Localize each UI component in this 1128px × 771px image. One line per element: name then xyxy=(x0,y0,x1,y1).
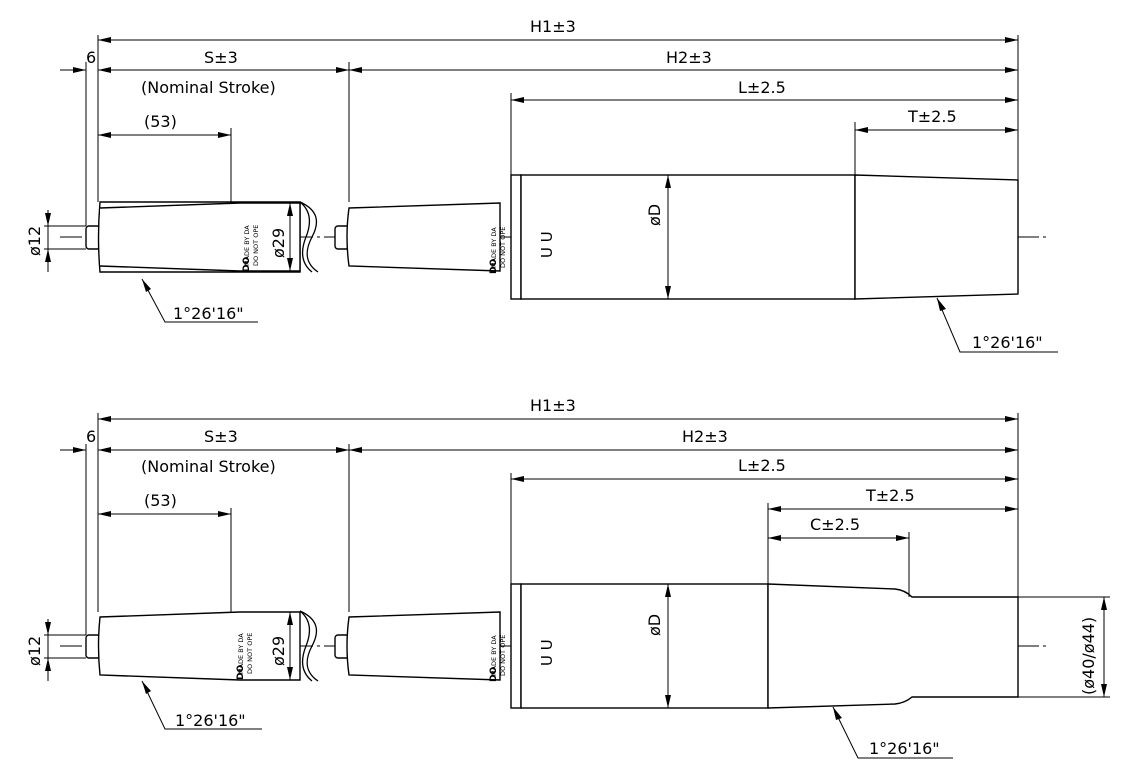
marking-line1: MADE BY DA xyxy=(237,633,245,674)
cap-mark: U U xyxy=(538,639,556,666)
brand-logo-right: DO xyxy=(489,667,499,682)
dim-l: L±2.5 xyxy=(738,78,786,97)
dimension-lines: H1±3 6 S±3 (Nominal Stroke) H2±3 (53) L±… xyxy=(25,17,1058,353)
dimension-lines: H1±3 6 S±3 (Nominal Stroke) H2±3 (53) L±… xyxy=(25,396,1107,759)
tube-neck-right xyxy=(346,202,501,272)
break-line-2 xyxy=(299,610,313,682)
cylinder-assembly: MADE BY DA DO NOT OPE DO U U xyxy=(334,583,1019,709)
cylinder-cap-ring xyxy=(510,174,522,300)
cylinder-body xyxy=(520,174,856,300)
dim-dia-rod: ø12 xyxy=(25,226,44,256)
dim-offset: 6 xyxy=(86,427,96,446)
leader-taper-right xyxy=(936,297,1058,353)
brand-logo: DO xyxy=(236,665,246,680)
marking-line2-right: DO NOT OPE xyxy=(499,635,507,676)
dim-dia-d: øD xyxy=(645,614,664,636)
upper-tube-taper xyxy=(97,611,301,681)
dim-h2: H2±3 xyxy=(682,427,728,446)
marking-line1: MADE BY DA xyxy=(243,225,251,266)
marking-line2-right: DO NOT OPE xyxy=(499,227,507,268)
marking-line1-right: MADE BY DA xyxy=(490,635,498,676)
dim-dia-29: ø29 xyxy=(269,636,288,666)
break-line xyxy=(299,201,319,273)
dim-dia-d: øD xyxy=(645,204,664,226)
leader-taper-right xyxy=(832,706,953,759)
cylinder-cap-ring xyxy=(510,583,522,709)
dim-ref-53: (53) xyxy=(144,491,177,510)
dim-c: C±2.5 xyxy=(810,515,860,534)
cap-mark: U U xyxy=(538,231,556,258)
dim-s: S±3 xyxy=(204,427,238,446)
cylinder-tapered-end xyxy=(854,174,1019,300)
brand-logo: DO xyxy=(242,257,252,272)
upper-tube-assembly: MADE BY DA DO NOT OPE DO xyxy=(85,610,319,682)
dim-dia-rod: ø12 xyxy=(25,636,44,666)
leader-taper-left xyxy=(141,680,262,730)
cylinder-assembly: MADE BY DA DO NOT OPE DO U U xyxy=(334,174,1019,300)
dim-l: L±2.5 xyxy=(738,456,786,475)
dim-taper-right: 1°26'16" xyxy=(972,333,1043,352)
dim-taper-right: 1°26'16" xyxy=(869,739,940,758)
dim-nominal-stroke: (Nominal Stroke) xyxy=(141,457,276,476)
tube-neck-right xyxy=(346,611,501,681)
marking-line2: DO NOT OPE xyxy=(252,225,260,266)
cylinder-body xyxy=(520,583,769,709)
dim-taper-left: 1°26'16" xyxy=(175,711,246,730)
marking-line1-right: MADE BY DA xyxy=(490,227,498,268)
drawing-top: MADE BY DA DO NOT OPE DO MADE BY DA DO N… xyxy=(25,17,1058,353)
brand-logo-right: DO xyxy=(489,259,499,274)
break-line-2 xyxy=(299,201,313,273)
dim-dia-end: (ø40/ø44) xyxy=(1079,617,1098,695)
cylinder-taper-section xyxy=(767,583,1019,709)
leader-taper-left xyxy=(141,278,258,323)
dim-t: T±2.5 xyxy=(865,486,915,505)
marking-line2: DO NOT OPE xyxy=(246,633,254,674)
dim-taper-left: 1°26'16" xyxy=(173,304,244,323)
dim-t: T±2.5 xyxy=(907,107,957,126)
dim-ref-53: (53) xyxy=(144,112,177,131)
dim-offset: 6 xyxy=(86,48,96,67)
extension-lines xyxy=(44,35,1019,250)
upper-tube-assembly: MADE BY DA DO NOT OPE DO xyxy=(85,201,319,273)
dim-dia-29: ø29 xyxy=(269,228,288,258)
upper-tube-taper xyxy=(99,202,301,272)
drawing-bottom: MADE BY DA DO NOT OPE DO MADE BY DA DO N… xyxy=(25,396,1110,759)
dim-nominal-stroke: (Nominal Stroke) xyxy=(141,78,276,97)
dim-h2: H2±3 xyxy=(666,48,712,67)
dim-h1: H1±3 xyxy=(530,396,576,415)
break-line xyxy=(299,610,319,682)
dim-s: S±3 xyxy=(204,48,238,67)
extension-lines xyxy=(44,413,1110,698)
dim-h1: H1±3 xyxy=(530,17,576,36)
